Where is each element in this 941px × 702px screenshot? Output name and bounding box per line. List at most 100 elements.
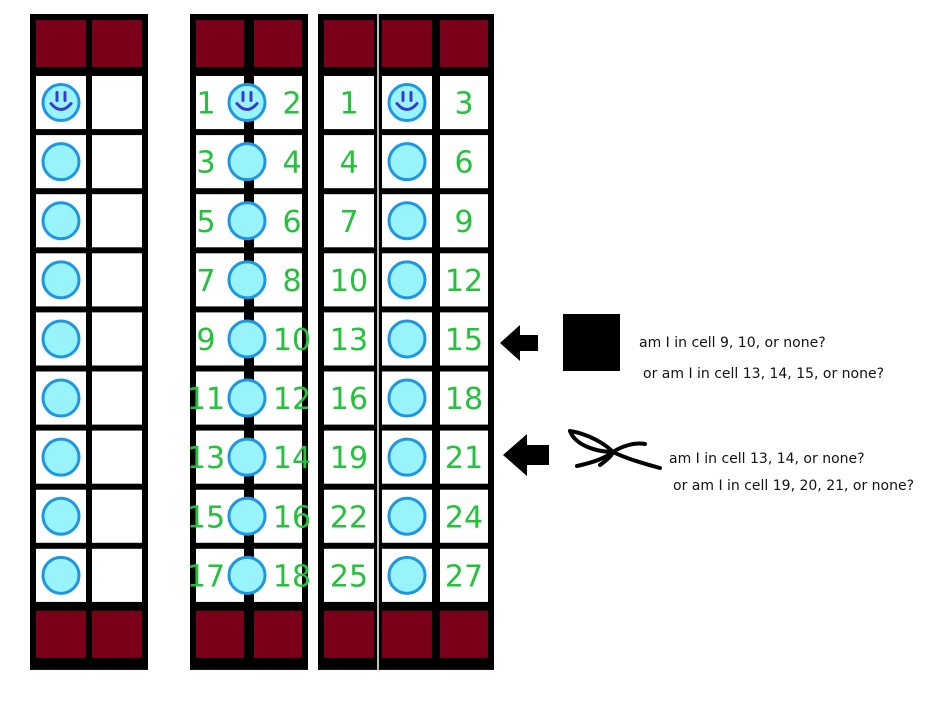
grid-cell bbox=[440, 253, 488, 307]
cell-number: 15 bbox=[445, 323, 483, 358]
token-circle bbox=[387, 555, 427, 595]
grid-cell bbox=[440, 548, 488, 602]
cell-number: 4 bbox=[282, 146, 301, 181]
cell-number: 5 bbox=[196, 205, 215, 240]
grid-cell bbox=[92, 489, 142, 543]
cell-number: 12 bbox=[273, 382, 311, 417]
cap-cell-top bbox=[92, 20, 142, 67]
grid-cell bbox=[324, 253, 374, 307]
token-circle bbox=[387, 83, 427, 123]
cell-number: 17 bbox=[187, 559, 225, 594]
cell-number: 25 bbox=[330, 559, 368, 594]
cell-number: 16 bbox=[273, 500, 311, 535]
token-circle bbox=[387, 437, 427, 477]
cell-number: 10 bbox=[330, 264, 368, 299]
cap-cell-bottom bbox=[196, 610, 244, 658]
cell-number: 2 bbox=[282, 87, 301, 122]
token-circle bbox=[227, 496, 267, 536]
cell-number: 22 bbox=[330, 500, 368, 535]
grid-cell bbox=[92, 430, 142, 484]
token-circle bbox=[227, 83, 267, 123]
cell-number: 8 bbox=[282, 264, 301, 299]
grid-cell bbox=[440, 312, 488, 366]
token-circle bbox=[227, 378, 267, 418]
cell-number: 9 bbox=[454, 205, 473, 240]
grid-cell bbox=[92, 76, 142, 130]
token-circle bbox=[41, 437, 81, 477]
grid-cell bbox=[440, 371, 488, 425]
cell-number: 3 bbox=[196, 146, 215, 181]
token-circle bbox=[387, 319, 427, 359]
cap-cell-top bbox=[440, 20, 488, 67]
cell-number: 18 bbox=[273, 559, 311, 594]
bird-icon bbox=[568, 429, 662, 470]
cell-number: 9 bbox=[196, 323, 215, 358]
cap-cell-top bbox=[36, 20, 86, 67]
cap-cell-bottom bbox=[254, 610, 302, 658]
cap-cell-bottom bbox=[382, 610, 432, 658]
grid-cell bbox=[440, 489, 488, 543]
grid-cell bbox=[324, 135, 374, 189]
token-circle bbox=[41, 496, 81, 536]
token-circle bbox=[41, 260, 81, 300]
cap-cell-top bbox=[196, 20, 244, 67]
grid-cell bbox=[440, 76, 488, 130]
cell-number: 7 bbox=[339, 205, 358, 240]
token-circle bbox=[227, 260, 267, 300]
grid-cell bbox=[324, 371, 374, 425]
square-question-2: or am I in cell 13, 14, 15, or none? bbox=[643, 366, 885, 382]
cell-number: 19 bbox=[330, 441, 368, 476]
token-circle bbox=[41, 555, 81, 595]
cell-number: 1 bbox=[196, 87, 215, 122]
grid-cell bbox=[92, 371, 142, 425]
cap-cell-bottom bbox=[92, 610, 142, 658]
cell-number: 18 bbox=[445, 382, 483, 417]
grid-one bbox=[30, 14, 148, 670]
square-marker bbox=[500, 314, 620, 371]
square-shape bbox=[563, 314, 620, 371]
grid-cell bbox=[324, 312, 374, 366]
token-circle bbox=[41, 142, 81, 182]
token-circle bbox=[227, 201, 267, 241]
arrow-left-icon bbox=[503, 434, 549, 476]
cell-number: 21 bbox=[445, 441, 483, 476]
cell-number: 6 bbox=[454, 146, 473, 181]
grid-cell bbox=[92, 548, 142, 602]
grid-cell bbox=[92, 253, 142, 307]
bird-marker bbox=[503, 429, 662, 476]
cell-number: 16 bbox=[330, 382, 368, 417]
bird-question-2: or am I in cell 19, 20, 21, or none? bbox=[673, 478, 915, 494]
cell-number: 13 bbox=[187, 441, 225, 476]
smiley-icon bbox=[395, 91, 419, 112]
grid-cell bbox=[92, 135, 142, 189]
cell-number: 1 bbox=[339, 87, 358, 122]
token-circle bbox=[227, 437, 267, 477]
cell-number: 27 bbox=[445, 559, 483, 594]
token-circle bbox=[41, 378, 81, 418]
cap-cell-top bbox=[254, 20, 302, 67]
cap-cell-bottom bbox=[36, 610, 86, 658]
cell-number: 6 bbox=[282, 205, 301, 240]
grid-cell bbox=[440, 430, 488, 484]
cell-number: 11 bbox=[187, 382, 225, 417]
token-circle bbox=[387, 378, 427, 418]
cell-number: 13 bbox=[330, 323, 368, 358]
token-circle bbox=[227, 142, 267, 182]
grid-cell bbox=[440, 135, 488, 189]
grid-cell bbox=[92, 312, 142, 366]
token-circle bbox=[227, 319, 267, 359]
cap-cell-top bbox=[382, 20, 432, 67]
arrow-left-icon bbox=[500, 325, 538, 361]
cell-number: 24 bbox=[445, 500, 483, 535]
grid-cell bbox=[324, 548, 374, 602]
cell-number: 4 bbox=[339, 146, 358, 181]
grid-cell bbox=[324, 430, 374, 484]
grid-cell bbox=[324, 76, 374, 130]
cell-number: 14 bbox=[273, 441, 311, 476]
bird-question-1: am I in cell 13, 14, or none? bbox=[669, 451, 865, 467]
token-circle bbox=[387, 142, 427, 182]
cap-cell-bottom bbox=[324, 610, 374, 658]
token-circle bbox=[387, 496, 427, 536]
